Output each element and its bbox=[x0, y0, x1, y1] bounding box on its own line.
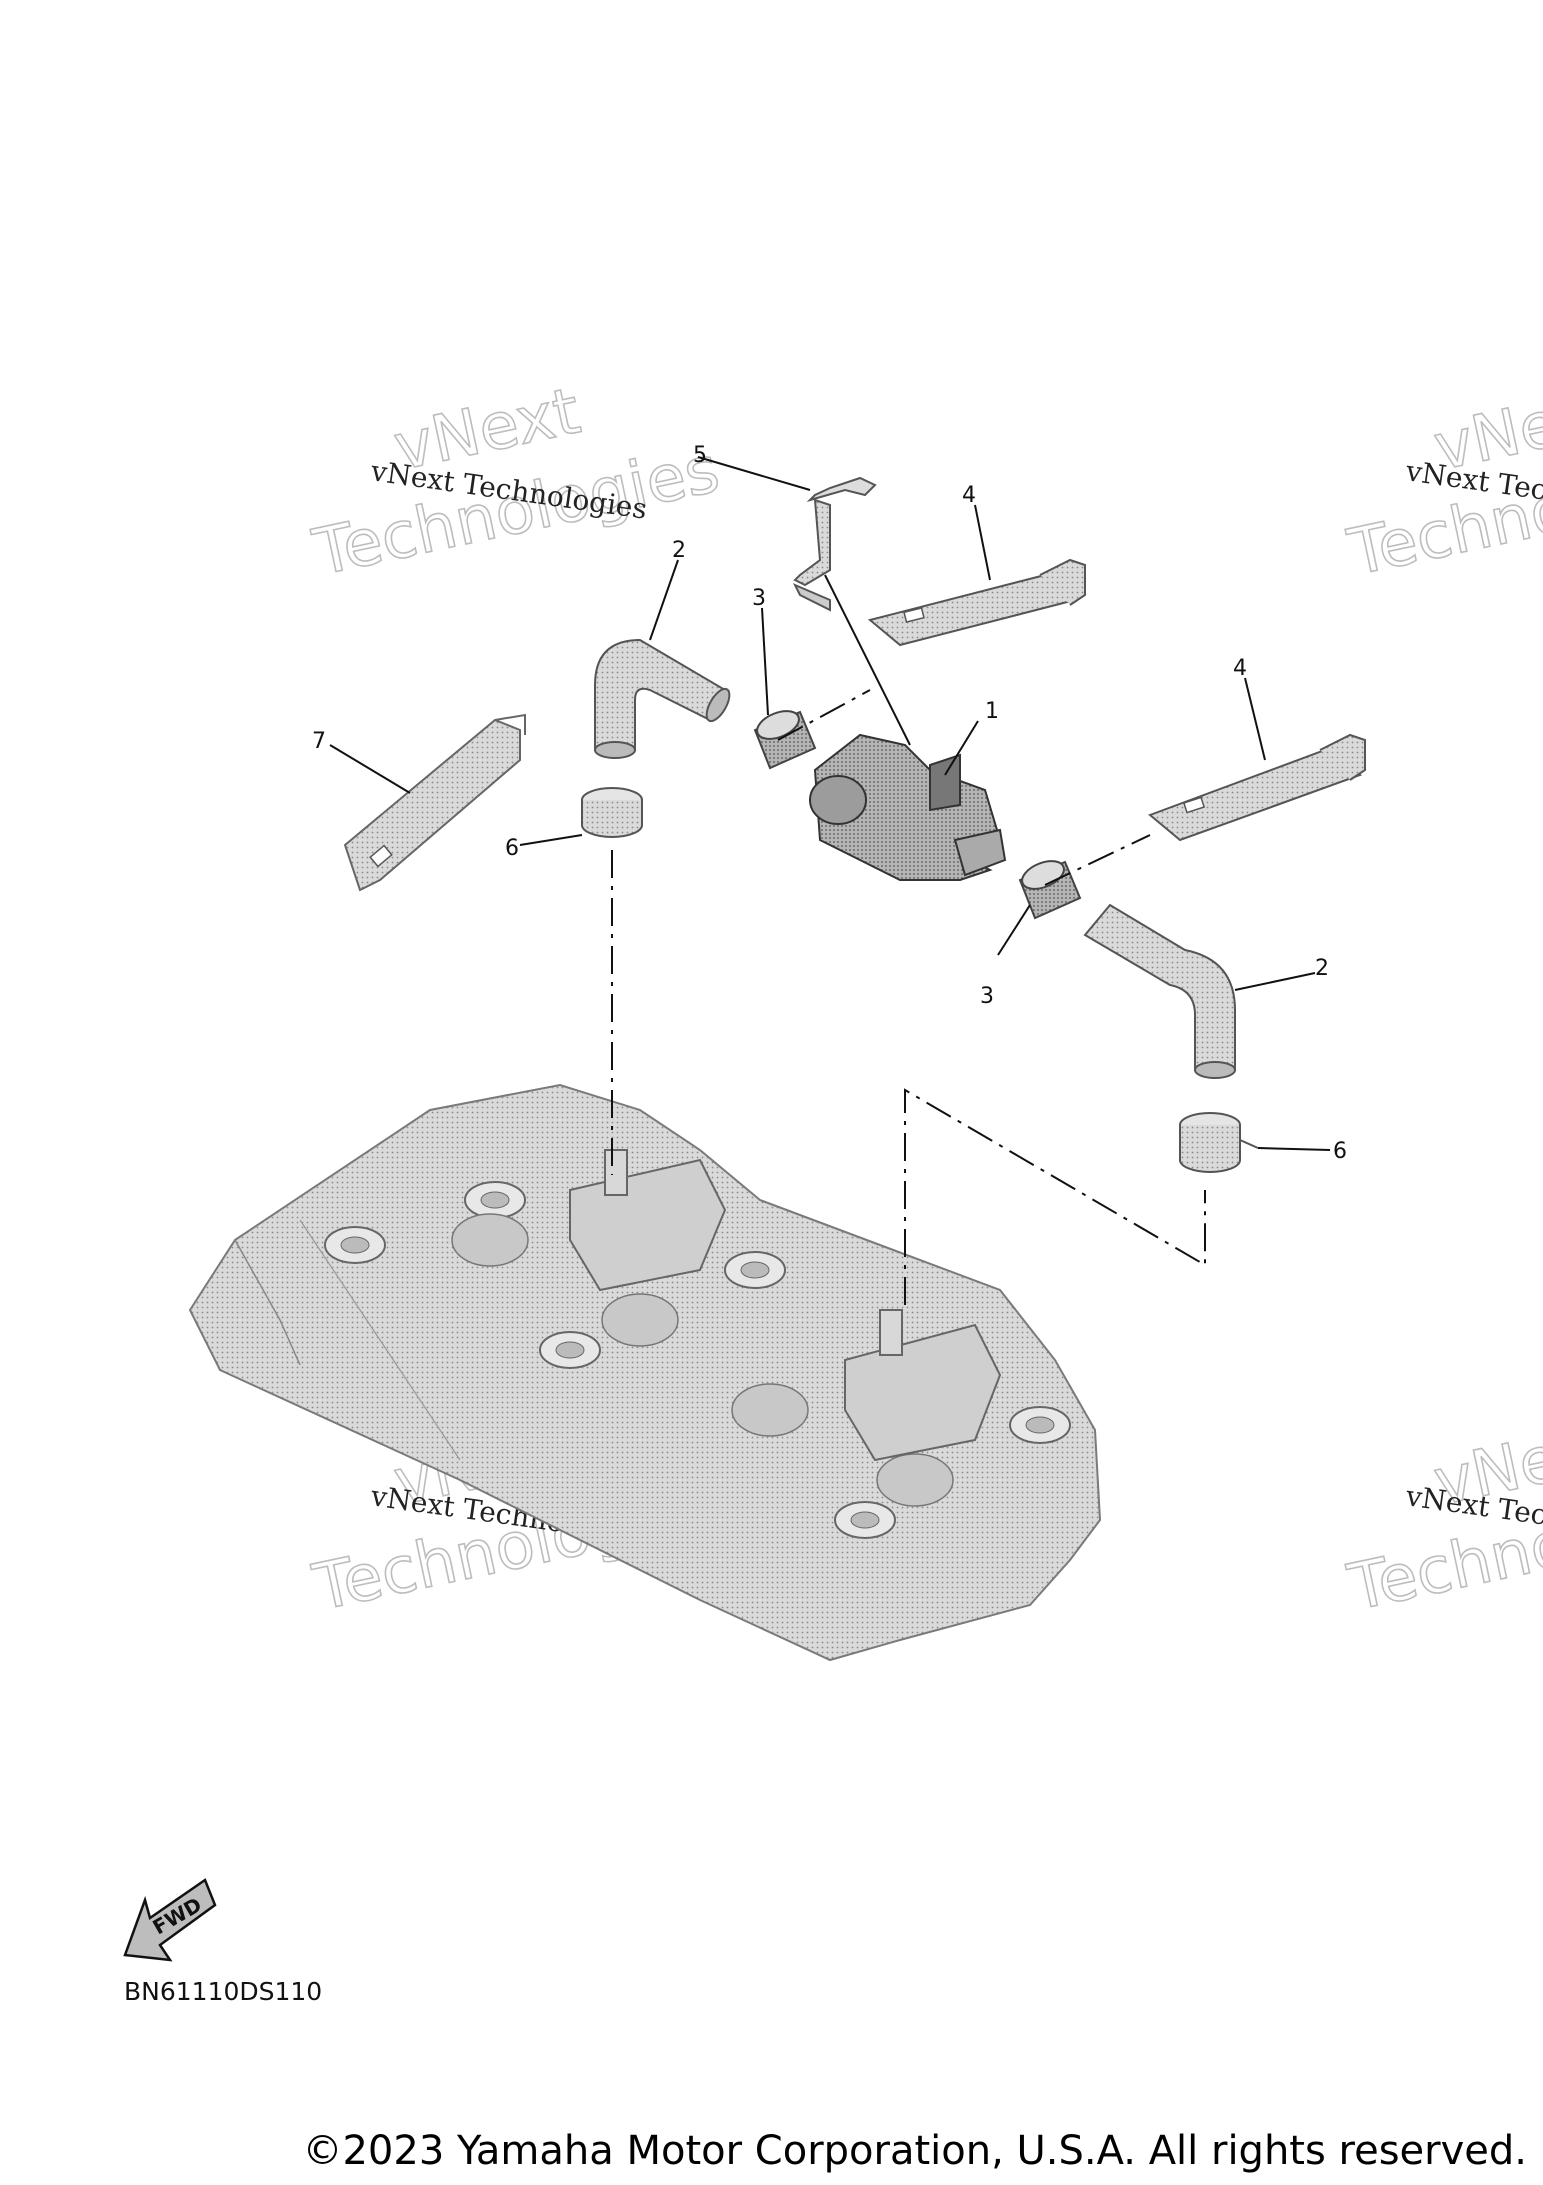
part-5-bracket-bolt bbox=[792, 476, 877, 612]
fwd-arrow-icon: FWD bbox=[123, 1878, 217, 1962]
part-4-plate-lower bbox=[1148, 733, 1366, 842]
part-2-hose-right bbox=[1083, 903, 1236, 1079]
part-2-hose-left bbox=[594, 638, 731, 759]
part-4-plate-upper bbox=[867, 558, 1086, 647]
diagram-code: BN61110DS110 bbox=[124, 1977, 322, 2006]
part-7-bracket bbox=[343, 713, 526, 892]
callout-2-lower: 2 bbox=[1315, 956, 1329, 981]
leader-lines bbox=[329, 456, 1331, 1151]
assembly-lines bbox=[611, 574, 1206, 1305]
callouts: 1 2 2 3 3 4 4 5 6 6 7 bbox=[312, 443, 1347, 1164]
callout-1: 1 bbox=[985, 699, 999, 724]
part-1-air-valve bbox=[809, 733, 1007, 881]
watermark-bottom-right: vNext Technologies vNext Technologies bbox=[1341, 1409, 1543, 1627]
callout-4-lower: 4 bbox=[1233, 656, 1247, 681]
cylinder-head-cover bbox=[188, 1083, 1102, 1662]
callout-6-left: 6 bbox=[505, 836, 519, 861]
callout-5: 5 bbox=[693, 443, 707, 468]
callout-4-upper: 4 bbox=[962, 483, 976, 508]
watermark-top-right: vNext Technologies vNext Technologies bbox=[1341, 374, 1543, 592]
copyright-notice: ©2023 Yamaha Motor Corporation, U.S.A. A… bbox=[302, 2128, 1527, 2174]
part-6-clamp-right bbox=[1179, 1112, 1259, 1173]
callout-7: 7 bbox=[312, 729, 326, 754]
watermark-top-left: vNext Technologies vNext Technologies bbox=[306, 374, 726, 592]
callout-3-upper: 3 bbox=[752, 586, 766, 611]
part-6-clamp-left bbox=[581, 787, 643, 838]
callout-6-right: 6 bbox=[1333, 1139, 1347, 1164]
callout-2-upper: 2 bbox=[672, 538, 686, 563]
callout-3-lower: 3 bbox=[980, 984, 994, 1009]
part-3-clamp-upper bbox=[753, 710, 817, 770]
